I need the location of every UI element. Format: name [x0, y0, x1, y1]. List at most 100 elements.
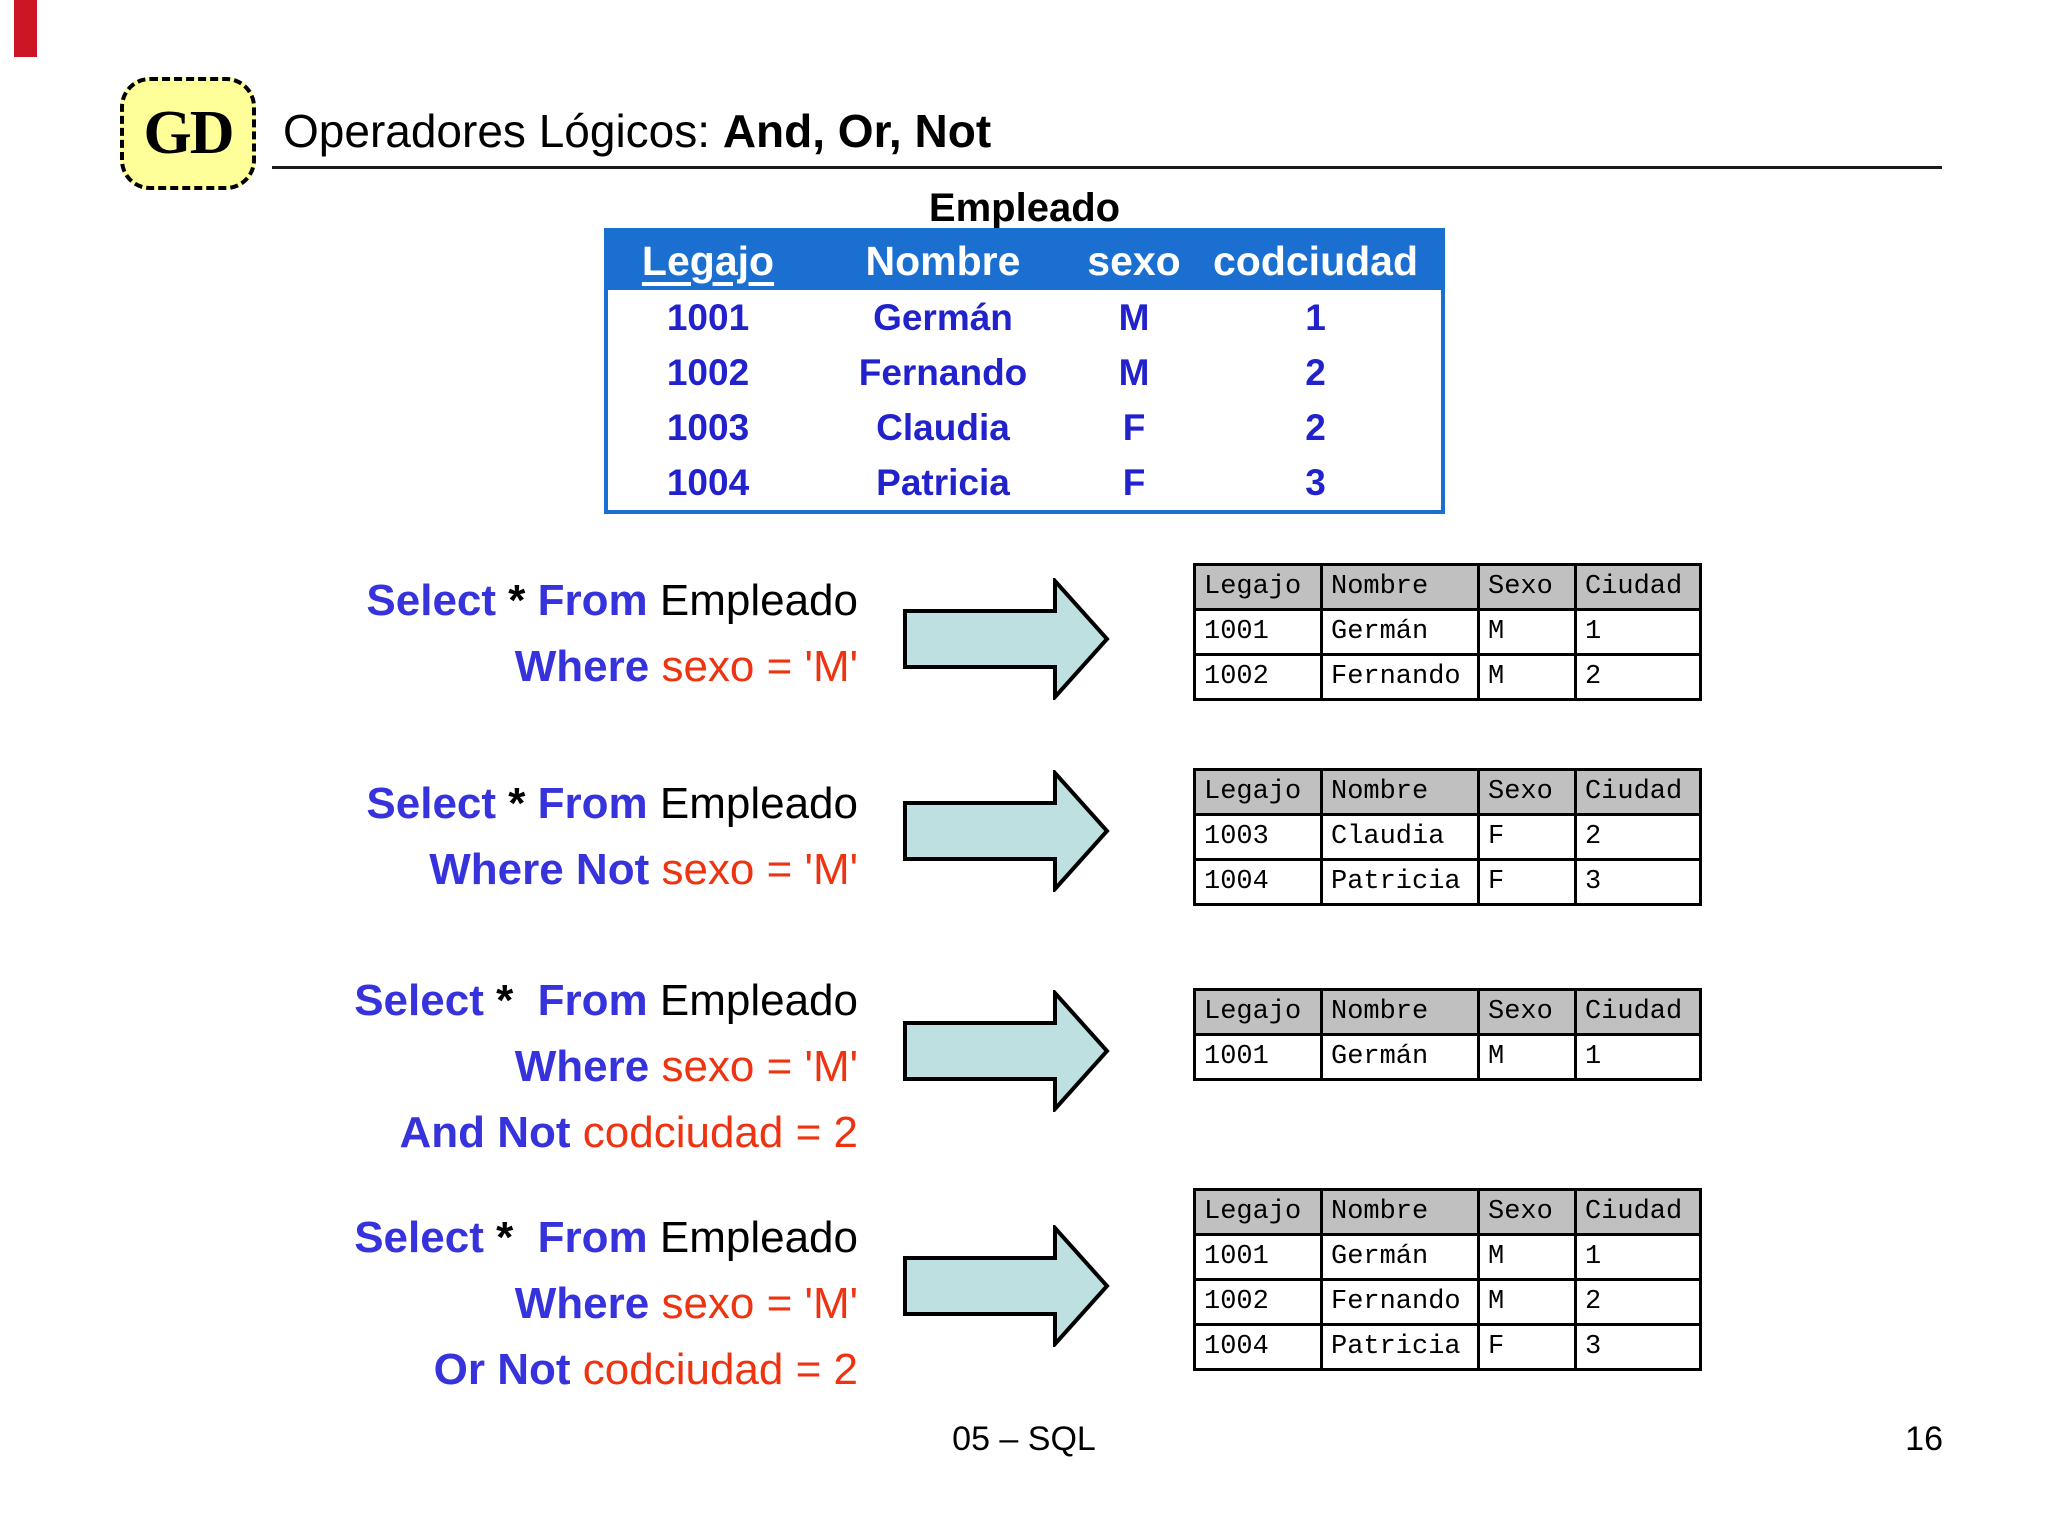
right-arrow-icon [903, 770, 1111, 892]
sql-query-line: Select * From Empleado [354, 1205, 858, 1271]
result-column-header: Sexo [1477, 563, 1577, 611]
sql-segment-cond: sexo = 'M' [649, 642, 858, 691]
empleado-cell: 1004 [666, 461, 750, 503]
result-column-header: Legajo [1193, 988, 1323, 1036]
sql-segment-op: * [496, 576, 538, 625]
sql-segment-plain: Empleado [647, 976, 858, 1025]
result-cell: 1 [1574, 608, 1702, 656]
sql-segment-kw: Select [366, 779, 497, 828]
empleado-cell: F [1122, 461, 1146, 503]
sql-segment-kw: From [537, 1213, 648, 1262]
result-cell: Patricia [1320, 1323, 1480, 1371]
sql-segment-plain: Empleado [647, 1213, 858, 1262]
result-cell: F [1477, 858, 1577, 906]
empleado-column-header: Legajo [641, 237, 775, 284]
sql-segment-cond: codciudad = 2 [570, 1345, 858, 1394]
result-column-header: Legajo [1193, 1188, 1323, 1236]
empleado-cell: M [1118, 351, 1150, 393]
result-cell: Germán [1320, 1233, 1480, 1281]
empleado-cell: Patricia [876, 461, 1010, 503]
empleado-table-row: 1001 Germán M 1 [608, 290, 1441, 345]
result-column-header: Ciudad [1574, 768, 1702, 816]
result-cell: 2 [1574, 813, 1702, 861]
sql-segment-cond: sexo = 'M' [649, 1279, 858, 1328]
empleado-cell: Claudia [876, 406, 1010, 448]
result-column-header: Nombre [1320, 563, 1480, 611]
result-cell: 3 [1574, 858, 1702, 906]
result-column-header: Legajo [1193, 563, 1323, 611]
empleado-column-header: codciudad [1212, 237, 1419, 284]
empleado-cell: 1003 [666, 406, 750, 448]
result-cell: M [1477, 1278, 1577, 1326]
sql-query-line: Select * From Empleado [366, 771, 858, 837]
right-arrow-icon [903, 990, 1111, 1112]
sql-segment-kw: And Not [399, 1108, 571, 1157]
empleado-cell: 1 [1305, 296, 1326, 338]
empleado-cell: M [1118, 296, 1150, 338]
title-underline-rule [272, 166, 1942, 169]
page-title-bold: And, Or, Not [722, 105, 992, 157]
footer-lecture-label: 05 – SQL [952, 1420, 1096, 1458]
sql-query-line: Or Not codciudad = 2 [354, 1337, 858, 1403]
result-column-header: Legajo [1193, 768, 1323, 816]
empleado-table-header-row: Legajo Nombre sexo codciudad [608, 232, 1441, 290]
result-column-header: Sexo [1477, 768, 1577, 816]
sql-segment-op: * [483, 976, 538, 1025]
empleado-column-header: sexo [1087, 237, 1181, 284]
result-cell: 1002 [1193, 653, 1323, 701]
sql-segment-kw: Or Not [433, 1345, 571, 1394]
sql-segment-kw: Select [366, 576, 497, 625]
result-cell: 1 [1574, 1033, 1702, 1081]
result-cell: 1004 [1193, 858, 1323, 906]
sql-segment-kw: Select [354, 976, 484, 1025]
result-column-header: Sexo [1477, 988, 1577, 1036]
result-cell: M [1477, 1233, 1577, 1281]
result-cell: 1 [1574, 1233, 1702, 1281]
result-cell: Fernando [1320, 653, 1480, 701]
result-cell: 1001 [1193, 1233, 1323, 1281]
result-cell: M [1477, 1033, 1577, 1081]
sql-query-line: Where Not sexo = 'M' [366, 837, 858, 903]
empleado-table-title: Empleado [928, 186, 1121, 230]
sql-query-line: Where sexo = 'M' [354, 1271, 858, 1337]
sql-segment-plain: Empleado [647, 576, 858, 625]
gd-logo-text: GD [143, 99, 235, 167]
sql-segment-op: * [483, 1213, 538, 1262]
result-cell: M [1477, 653, 1577, 701]
empleado-cell: 2 [1305, 351, 1326, 393]
sql-query-line: Where sexo = 'M' [366, 634, 858, 700]
empleado-cell: Germán [873, 296, 1013, 338]
sql-segment-kw: From [537, 779, 648, 828]
sql-segment-kw: From [537, 976, 648, 1025]
result-cell: 2 [1574, 653, 1702, 701]
empleado-cell: 1002 [666, 351, 750, 393]
sql-query-line: Select * From Empleado [354, 968, 858, 1034]
sql-segment-cond: sexo = 'M' [649, 845, 858, 894]
empleado-cell: 1001 [666, 296, 750, 338]
result-cell: 1001 [1193, 1033, 1323, 1081]
result-cell: 2 [1574, 1278, 1702, 1326]
result-cell: Patricia [1320, 858, 1480, 906]
result-cell: Claudia [1320, 813, 1480, 861]
result-column-header: Nombre [1320, 1188, 1480, 1236]
empleado-column-header: Nombre [865, 237, 1021, 284]
result-column-header: Nombre [1320, 768, 1480, 816]
